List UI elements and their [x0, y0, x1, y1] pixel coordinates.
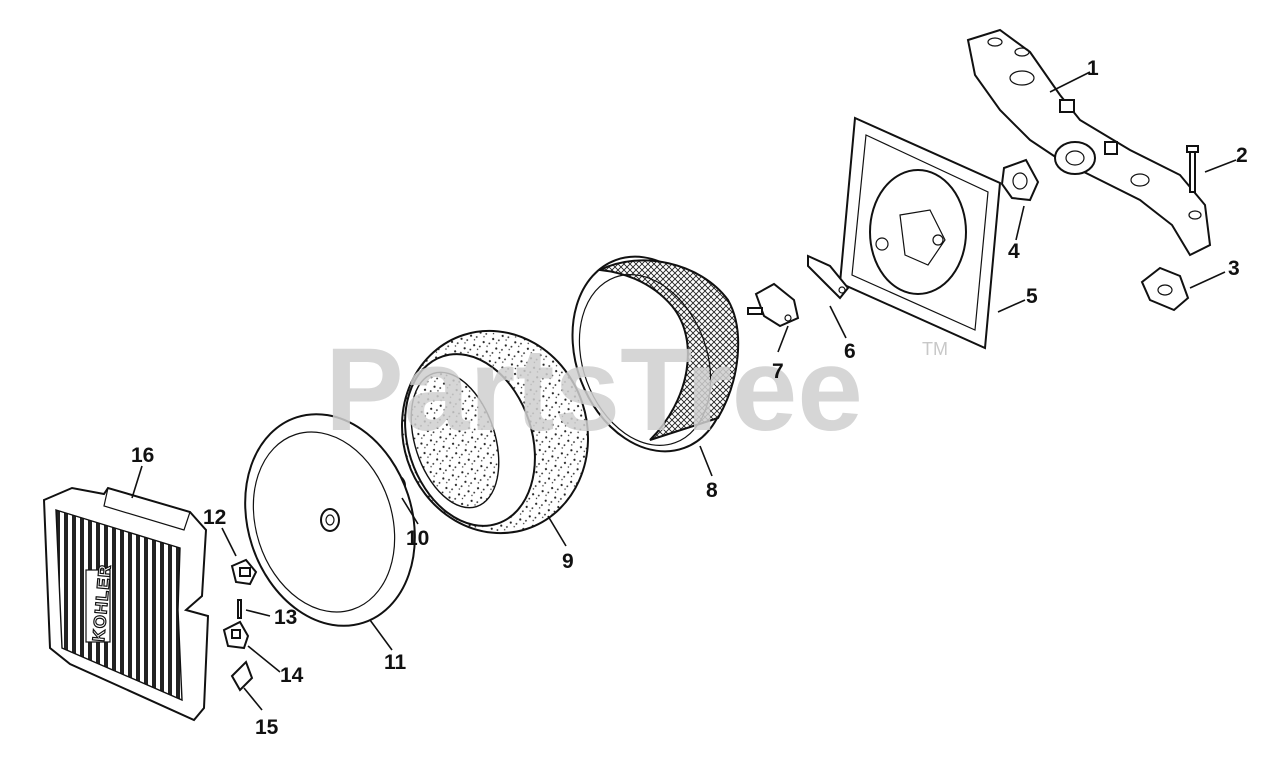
callout-1: 1: [1087, 57, 1099, 80]
watermark-trademark: TM: [922, 339, 948, 359]
part-3-gasket: [1140, 266, 1190, 312]
callout-10: 10: [406, 527, 429, 550]
part-14-latch: [222, 620, 250, 650]
leader-lines: [131, 71, 1237, 711]
callout-11: 11: [384, 651, 407, 674]
part-9-foam-element: [400, 329, 590, 535]
callout-12: 12: [203, 506, 226, 529]
watermark-text: PartsTree: [325, 324, 863, 456]
part-13-pin: [237, 599, 242, 619]
part-7-fitting: [747, 282, 800, 328]
callout-16: 16: [131, 444, 154, 467]
part-15-clip: [230, 660, 254, 692]
callout-2: 2: [1236, 144, 1248, 167]
part-6-bracket: [807, 254, 850, 300]
part-8-element-ring: [571, 255, 740, 453]
callout-5: 5: [1026, 285, 1038, 308]
callout-7: 7: [772, 360, 784, 383]
callout-15: 15: [255, 716, 279, 739]
callout-14: 14: [280, 664, 304, 687]
callout-8: 8: [706, 479, 718, 502]
callout-13: 13: [274, 606, 297, 629]
part-4-gasket: [1000, 158, 1040, 202]
part-16-outer-cover: [42, 486, 210, 722]
callout-labels: 1 2 3 4 5 6 7 8 9 10 11 12 13 14 15 16: [131, 57, 1248, 739]
callout-4: 4: [1008, 240, 1020, 263]
part-5-base-plate: [838, 116, 1002, 350]
callout-6: 6: [844, 340, 856, 363]
part-2-bolt: [1186, 145, 1199, 193]
callout-9: 9: [562, 550, 574, 573]
part-11-cover: [244, 413, 416, 627]
part-12-knob: [230, 558, 258, 586]
callout-3: 3: [1228, 257, 1240, 280]
part-1-intake-manifold: [966, 28, 1212, 257]
